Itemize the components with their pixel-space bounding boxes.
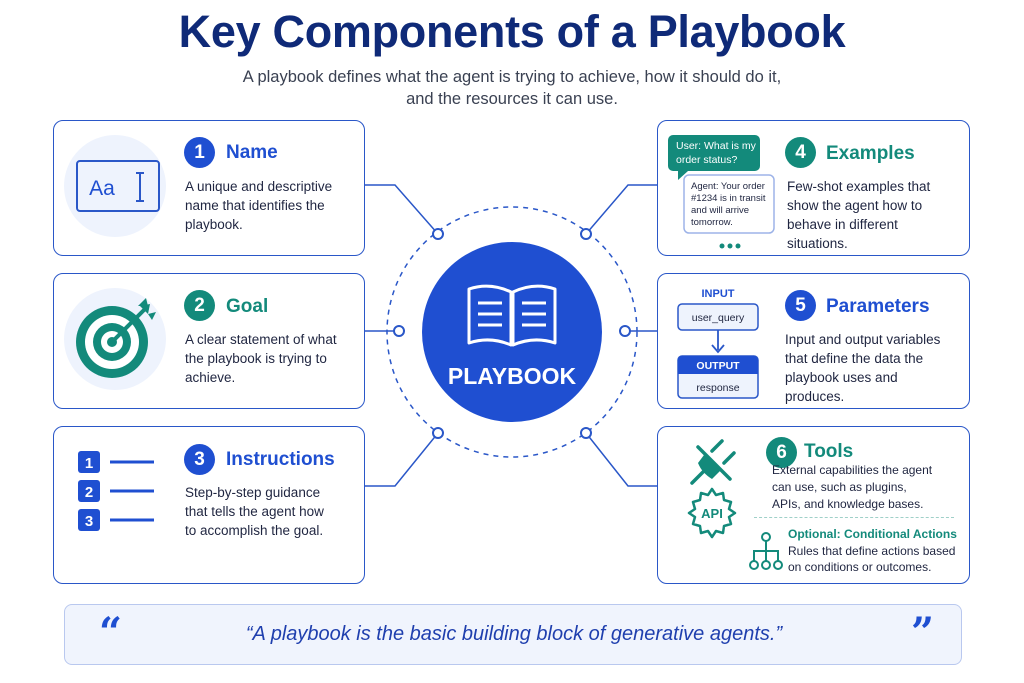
component-card-instructions: 1 2 3 3 Instructions Step-by-step guidan… <box>53 426 365 584</box>
quote-text: “A playbook is the basic building block … <box>245 623 783 645</box>
connector-name <box>365 184 439 235</box>
svg-text:INPUT: INPUT <box>702 288 735 300</box>
plug-icon <box>690 439 736 485</box>
tools-divider <box>754 517 954 518</box>
connector-instructions <box>365 432 439 487</box>
component-card-examples: User: What is my order status? Agent: Yo… <box>657 120 970 256</box>
component-card-name: Aa 1 Name A unique and descriptive name … <box>53 120 365 256</box>
node-dot <box>393 325 405 337</box>
component-card-goal: 2 Goal A clear statement of what the pla… <box>53 273 365 409</box>
svg-text:user_query: user_query <box>692 312 745 324</box>
component-description: Step-by-step guidance that tells the age… <box>185 485 324 538</box>
component-number-badge: 4 <box>785 137 816 168</box>
svg-text:OUTPUT: OUTPUT <box>696 360 740 372</box>
dashed-orbit <box>386 206 638 458</box>
open-book-icon <box>467 284 557 347</box>
optional-title: Optional: Conditional Actions <box>788 527 957 541</box>
node-dot <box>580 427 592 439</box>
svg-text:order status?: order status? <box>676 154 737 166</box>
close-quote-icon: ” <box>911 609 935 656</box>
quote-banner: “ “A playbook is the basic building bloc… <box>64 604 962 665</box>
component-title: Name <box>226 142 278 163</box>
svg-text:API: API <box>701 506 723 521</box>
numbered-list-icon: 1 2 3 <box>78 451 154 531</box>
component-description: Input and output variables that define t… <box>785 332 941 404</box>
svg-text:response: response <box>696 382 739 394</box>
text-field-icon: Aa <box>64 135 166 237</box>
component-description: Few-shot examples that show the agent ho… <box>787 179 931 251</box>
component-number-badge: 6 <box>766 437 797 468</box>
branch-icon <box>749 532 783 570</box>
component-number-badge: 3 <box>184 444 215 475</box>
subtitle-line-2: and the resources it can use. <box>406 90 618 108</box>
svg-text:#1234 is in transit: #1234 is in transit <box>691 193 766 204</box>
chat-bubbles-icon: User: What is my order status? Agent: Yo… <box>668 135 775 249</box>
component-card-parameters: INPUT user_query OUTPUT response 5 Param… <box>657 273 970 409</box>
node-dot <box>580 228 592 240</box>
api-gear-icon: API <box>687 487 737 539</box>
component-number-badge: 2 <box>184 290 215 321</box>
connector-examples <box>585 184 657 235</box>
component-card-tools: API 6 Tools External capabilities the ag… <box>657 426 970 584</box>
input-output-icon: INPUT user_query OUTPUT response <box>677 288 759 399</box>
component-title: Tools <box>804 441 854 462</box>
target-icon <box>64 288 166 390</box>
svg-text:User: What is my: User: What is my <box>676 140 757 152</box>
svg-text:and will arrive: and will arrive <box>691 205 749 216</box>
component-title: Parameters <box>826 296 930 317</box>
component-title: Examples <box>826 143 915 164</box>
page-title: Key Components of a Playbook <box>178 6 846 57</box>
connector-tools <box>585 432 657 487</box>
subtitle-line-1: A playbook defines what the agent is try… <box>242 68 782 86</box>
svg-text:tomorrow.: tomorrow. <box>691 217 733 228</box>
component-description: A unique and descriptive name that ident… <box>185 179 333 232</box>
svg-text:Aa: Aa <box>89 177 115 200</box>
playbook-center-label: PLAYBOOK <box>448 363 577 389</box>
node-dot <box>432 427 444 439</box>
svg-text:1: 1 <box>85 455 93 472</box>
svg-text:Agent: Your order: Agent: Your order <box>691 181 765 192</box>
open-quote-icon: “ <box>99 609 123 656</box>
svg-text:2: 2 <box>85 484 93 501</box>
svg-text:3: 3 <box>85 513 93 530</box>
node-dot <box>619 325 631 337</box>
component-title: Instructions <box>226 449 335 470</box>
component-number-badge: 5 <box>785 290 816 321</box>
node-dot <box>432 228 444 240</box>
component-title: Goal <box>226 296 269 317</box>
page-subtitle: A playbook defines what the agent is try… <box>0 66 1024 110</box>
component-description: A clear statement of what the playbook i… <box>185 332 337 385</box>
component-description: External capabilities the agent can use,… <box>772 463 933 511</box>
component-number-badge: 1 <box>184 137 215 168</box>
optional-description: Rules that define actions based on condi… <box>788 544 956 574</box>
